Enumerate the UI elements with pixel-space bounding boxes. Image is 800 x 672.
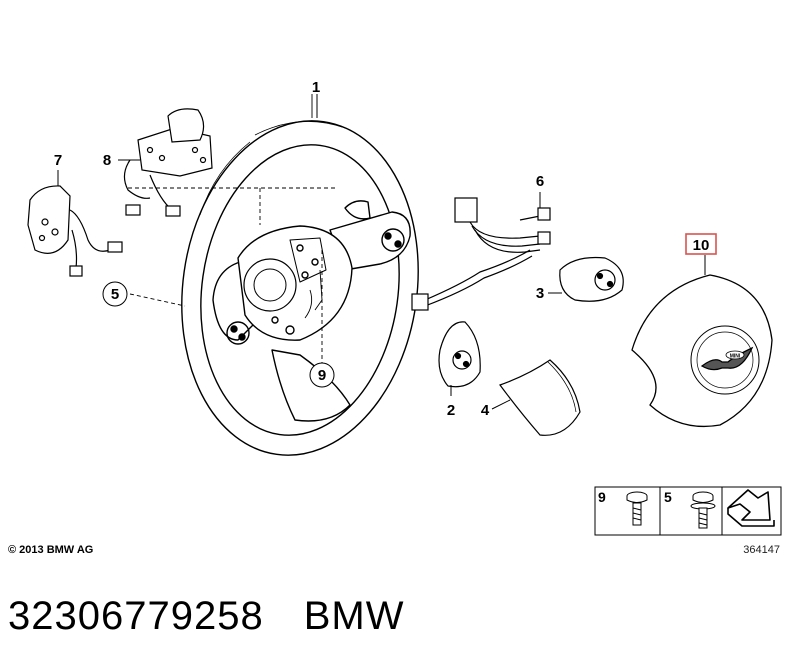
callout-9-circle [309, 362, 335, 388]
switch-cover-right [559, 256, 624, 302]
callout-9: 9 [318, 367, 326, 384]
mini-logo: MINI [700, 346, 754, 371]
fastener-legend: 9 5 [594, 486, 782, 536]
callouts: 1 2 3 4 5 6 7 8 9 10 [54, 79, 717, 419]
leader-lines [128, 94, 335, 365]
callout-7: 7 [54, 152, 62, 169]
svg-text:MINI: MINI [730, 354, 741, 360]
parts-diagram: MINI 1 2 3 4 5 6 7 8 9 10 9 [8, 79, 782, 556]
multifunction-switch-left [27, 185, 123, 277]
arrow-icon [727, 489, 775, 527]
callout-10-highlight [685, 233, 717, 255]
lower-trim-cover [499, 359, 581, 436]
copyright-text: © 2013 BMW AG [8, 544, 93, 556]
part-number: 32306779258 [8, 594, 264, 638]
part-caption: 32306779258 BMW [8, 588, 788, 648]
callout-2: 2 [447, 402, 455, 419]
image-number: 364147 [743, 544, 780, 556]
callout-8: 8 [103, 152, 111, 169]
wiring-bracket [123, 108, 213, 217]
legend-label-5: 5 [664, 489, 672, 505]
wiring-harness [411, 197, 551, 311]
callout-4: 4 [481, 402, 490, 419]
airbag-module: MINI [631, 255, 773, 428]
callout-3: 3 [536, 285, 544, 302]
screw-icon [626, 491, 648, 526]
callout-10: 10 [693, 237, 710, 254]
callout-5-circle [102, 281, 128, 307]
switch-module-left [438, 321, 481, 388]
callout-1: 1 [312, 79, 320, 96]
callout-6: 6 [536, 173, 544, 190]
steering-wheel [181, 94, 419, 456]
brand-name: BMW [303, 594, 405, 638]
short-leaders [57, 159, 562, 410]
legend-label-9: 9 [598, 489, 606, 505]
flange-screw-icon [690, 491, 716, 529]
callout-5: 5 [111, 286, 119, 303]
